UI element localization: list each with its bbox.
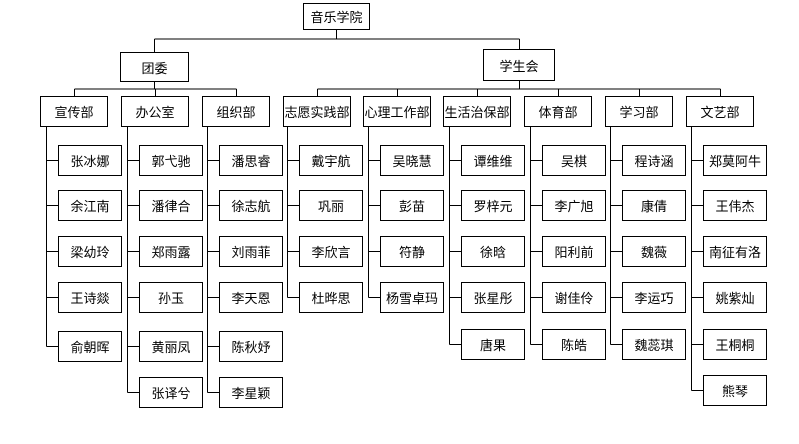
member-node-office: 孙玉 <box>139 282 203 313</box>
member-node-life-security: 谭维维 <box>461 145 525 176</box>
member-node-office: 郑雨露 <box>139 236 203 267</box>
member-node-office: 郭弋驰 <box>139 145 203 176</box>
dept-node-volunteer: 志愿实践部 <box>283 96 351 127</box>
branch-node-student-union: 学生会 <box>483 49 555 81</box>
member-node-life-security: 罗梓元 <box>461 190 525 221</box>
dept-node-organization: 组织部 <box>202 96 270 127</box>
dept-node-sports: 体育部 <box>524 96 592 127</box>
member-node-sports: 吴棋 <box>542 145 606 176</box>
member-node-arts: 熊琴 <box>703 375 767 406</box>
member-node-publicity: 余江南 <box>58 190 122 221</box>
member-node-sports: 陈皓 <box>542 329 606 360</box>
dept-node-arts: 文艺部 <box>686 96 754 127</box>
member-node-office: 黄丽凤 <box>139 331 203 362</box>
member-node-psychology: 吴晓慧 <box>380 145 444 176</box>
member-node-publicity: 梁幼玲 <box>58 236 122 267</box>
dept-node-study: 学习部 <box>605 96 673 127</box>
root-node: 音乐学院 <box>303 3 370 30</box>
member-node-psychology: 杨雪卓玛 <box>380 282 444 313</box>
member-node-sports: 谢佳伶 <box>542 282 606 313</box>
member-node-study: 魏薇 <box>622 236 686 267</box>
dept-node-office: 办公室 <box>121 96 189 127</box>
member-node-office: 潘律合 <box>139 190 203 221</box>
member-node-sports: 李广旭 <box>542 190 606 221</box>
member-node-publicity: 王诗燚 <box>58 282 122 313</box>
member-node-publicity: 俞朝晖 <box>58 331 122 362</box>
member-node-organization: 陈秋妤 <box>219 331 283 362</box>
member-node-arts: 姚紫灿 <box>703 282 767 313</box>
member-node-volunteer: 巩丽 <box>299 190 363 221</box>
member-node-life-security: 唐果 <box>461 329 525 360</box>
dept-node-publicity: 宣传部 <box>40 96 108 127</box>
member-node-life-security: 徐晗 <box>461 236 525 267</box>
member-node-arts: 郑莫阿牛 <box>703 145 767 176</box>
member-node-arts: 南征有洛 <box>703 236 767 267</box>
member-node-organization: 徐志航 <box>219 190 283 221</box>
member-node-volunteer: 杜晔思 <box>299 282 363 313</box>
member-node-organization: 刘雨菲 <box>219 236 283 267</box>
member-node-psychology: 彭苗 <box>380 190 444 221</box>
member-node-study: 魏蕊琪 <box>622 329 686 360</box>
dept-node-life-security: 生活治保部 <box>443 96 511 127</box>
branch-node-youth-league: 团委 <box>120 52 189 82</box>
member-node-organization: 李星颖 <box>219 377 283 408</box>
member-node-volunteer: 戴宇航 <box>299 145 363 176</box>
member-node-arts: 王伟杰 <box>703 190 767 221</box>
dept-node-psychology: 心理工作部 <box>363 96 431 127</box>
member-node-publicity: 张冰娜 <box>58 145 122 176</box>
member-node-volunteer: 李欣言 <box>299 236 363 267</box>
member-node-study: 程诗涵 <box>622 145 686 176</box>
member-node-arts: 王桐桐 <box>703 329 767 360</box>
member-node-organization: 李天恩 <box>219 282 283 313</box>
member-node-organization: 潘思睿 <box>219 145 283 176</box>
member-node-life-security: 张星彤 <box>461 282 525 313</box>
member-node-psychology: 符静 <box>380 236 444 267</box>
member-node-study: 康倩 <box>622 190 686 221</box>
member-node-sports: 阳利前 <box>542 236 606 267</box>
member-node-study: 李运巧 <box>622 282 686 313</box>
member-node-office: 张译兮 <box>139 377 203 408</box>
